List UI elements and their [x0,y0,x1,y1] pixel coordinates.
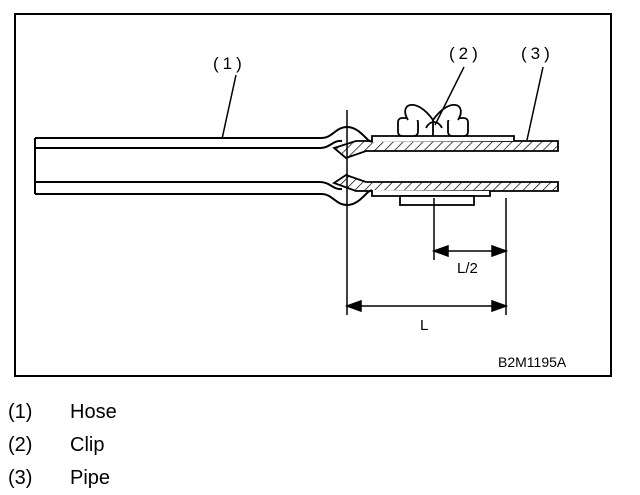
clip [371,103,515,206]
legend-label: Hose [70,401,117,423]
legend-label: Pipe [70,467,111,489]
dimension-half-label: L/2 [457,260,478,277]
dimension-full-arrow [344,299,509,313]
legend-label: Clip [70,434,105,456]
figure-frame [14,13,612,377]
hose [34,125,373,207]
legend-item-clip: (2) Clip [8,429,408,462]
dimension-full-label: L [420,317,428,334]
legend-number: (3) [8,467,33,489]
dimension-half-arrow [431,244,509,258]
hose-clip-diagram: (1) (2) (3) L/2 L B2M1195A [14,13,612,377]
legend-number: (1) [8,401,33,423]
figure-id: B2M1195A [498,354,567,370]
pipe [332,140,559,192]
legend-item-hose: (1) Hose [8,396,408,429]
callout-2: (2) [449,44,482,63]
callout-3: (3) [521,44,554,63]
legend-item-pipe: (3) Pipe [8,462,408,495]
callout-1: (1) [213,54,246,73]
legend: (1) Hose (2) Clip (3) Pipe [8,396,408,495]
legend-number: (2) [8,434,33,456]
reference-lines [346,110,507,315]
leader-lines [221,66,544,141]
